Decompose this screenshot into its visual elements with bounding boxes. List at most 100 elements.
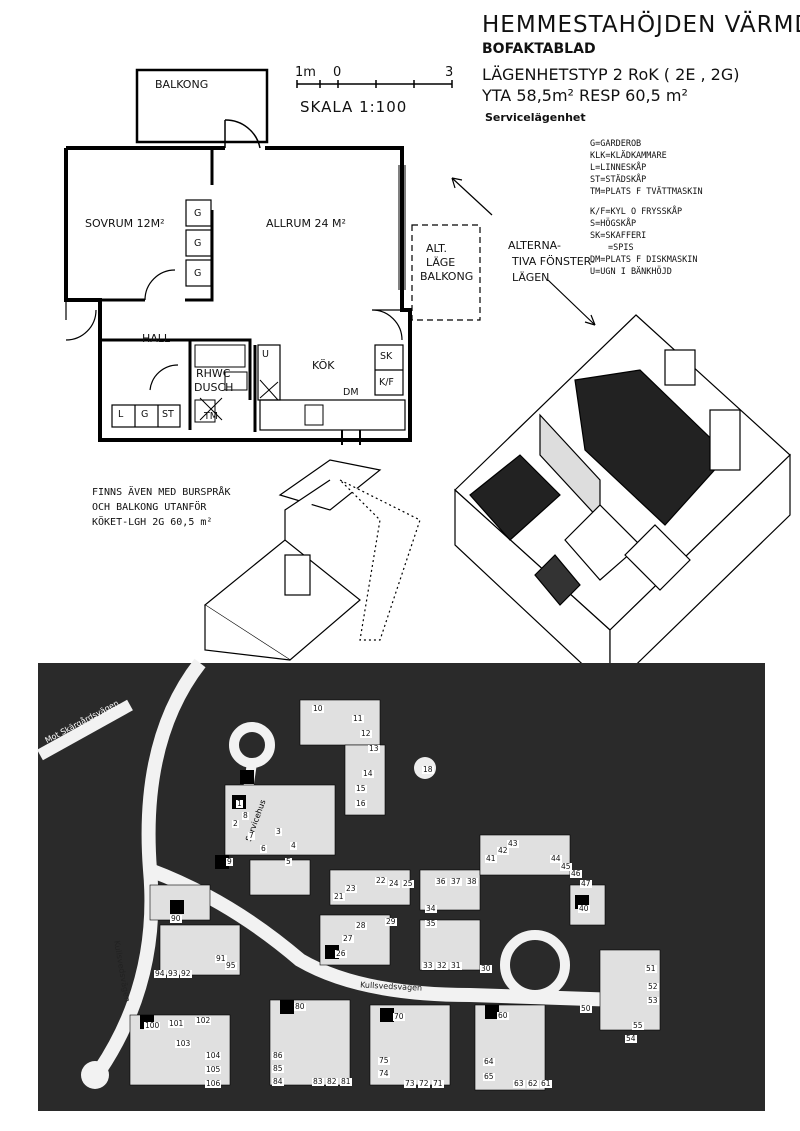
- unit-number: 8: [242, 811, 249, 820]
- unit-number: 34: [425, 904, 437, 913]
- unit-number: 43: [507, 839, 519, 848]
- unit-number: 33: [422, 961, 434, 970]
- legend-item: U=UGN I BÄNKHÖJD: [590, 267, 672, 277]
- legend-item: KLK=KLÄDKAMMARE: [590, 151, 667, 161]
- room-kok: KÖK: [312, 359, 335, 372]
- unit-number: 6: [260, 844, 267, 853]
- unit-number: 83: [312, 1077, 324, 1086]
- legend-item: L=LINNESKÅP: [590, 163, 647, 173]
- unit-number: 42: [497, 846, 509, 855]
- room-sovrum: SOVRUM 12M²: [85, 217, 165, 230]
- unit-number: 61: [540, 1079, 552, 1088]
- unit-number: 29: [385, 917, 397, 926]
- alt-window-line1: ALTERNA-: [508, 239, 561, 252]
- unit-number: 26: [335, 949, 347, 958]
- unit-number: 47: [580, 879, 592, 888]
- unit-number: 3: [275, 827, 282, 836]
- cabinet-g: G: [194, 238, 202, 249]
- unit-number: 84: [272, 1077, 284, 1086]
- unit-number: 64: [483, 1057, 495, 1066]
- document-subtitle: BOFAKTABLAD: [482, 41, 596, 57]
- unit-number: 12: [360, 729, 372, 738]
- apartment-area: YTA 58,5m² RESP 60,5 m²: [482, 86, 688, 105]
- unit-number: 93: [167, 969, 179, 978]
- unit-number: 4: [290, 841, 297, 850]
- alt-window-line3: LÄGEN: [512, 271, 550, 284]
- unit-number: 55: [632, 1021, 644, 1030]
- balcony-outline: [135, 68, 269, 144]
- unit-number: 1: [236, 799, 243, 808]
- unit-number: 63: [513, 1079, 525, 1088]
- unit-number: 86: [272, 1051, 284, 1060]
- unit-number: 35: [425, 919, 437, 928]
- unit-number: 25: [402, 879, 414, 888]
- unit-number: 28: [355, 921, 367, 930]
- scale-tick-0: 0: [333, 65, 342, 80]
- scale-bar: [296, 80, 453, 88]
- unit-number: 82: [326, 1077, 338, 1086]
- unit-number: 94: [154, 969, 166, 978]
- service-label: Servicelägenhet: [485, 111, 586, 124]
- unit-number: 40: [578, 904, 590, 913]
- cabinet-g: G: [141, 409, 149, 420]
- legend-item: DM=PLATS F DISKMASKIN: [590, 255, 698, 265]
- unit-number: 52: [647, 982, 659, 991]
- bay-window-view: [203, 459, 421, 661]
- unit-number: 80: [294, 1002, 306, 1011]
- unit-number: 41: [485, 854, 497, 863]
- cabinet-g: G: [194, 268, 202, 279]
- unit-number: 62: [527, 1079, 539, 1088]
- unit-number: 22: [375, 876, 387, 885]
- legend-item: S=HÖGSKÅP: [590, 219, 637, 229]
- floor-plan: [64, 68, 481, 445]
- unit-number: 30: [480, 964, 492, 973]
- legend-item: ST=STÄDSKÅP: [590, 175, 647, 185]
- unit-number: 36: [435, 877, 447, 886]
- scale-tick-3: 3: [445, 65, 454, 80]
- unit-number: 50: [580, 1004, 592, 1013]
- unit-number: 104: [205, 1051, 222, 1060]
- cabinet-dm: DM: [343, 387, 359, 398]
- unit-number: 14: [362, 769, 374, 778]
- unit-number: 100: [144, 1021, 161, 1030]
- unit-number: 27: [342, 934, 354, 943]
- alt-balkong-line1: ALT.: [426, 242, 448, 255]
- unit-number: 105: [205, 1065, 222, 1074]
- unit-number: 53: [647, 996, 659, 1005]
- unit-number: 102: [195, 1016, 212, 1025]
- legend-item: SK=SKAFFERI: [590, 231, 647, 241]
- room-hall: HALL: [142, 332, 171, 345]
- unit-number: 85: [272, 1064, 284, 1073]
- room-balkong: BALKONG: [155, 78, 209, 91]
- cabinet-tm: TM: [204, 411, 218, 422]
- cabinet-u: U: [262, 349, 269, 360]
- unit-number: 45: [560, 862, 572, 871]
- isometric-view: [454, 314, 791, 692]
- unit-number: 16: [355, 799, 367, 808]
- room-allrum: ALLRUM 24 M²: [266, 217, 346, 230]
- scale-label: SKALA 1:100: [300, 98, 408, 116]
- alt-balkong-line3: BALKONG: [420, 270, 474, 283]
- legend-item: K/F=KYL O FRYSSKÅP: [590, 207, 683, 217]
- unit-number: 101: [168, 1019, 185, 1028]
- unit-number: 60: [497, 1011, 509, 1020]
- note-line1: FINNS ÄVEN MED BURSPRÅK: [92, 487, 231, 498]
- unit-number: 10: [312, 704, 324, 713]
- unit-number: 65: [483, 1072, 495, 1081]
- unit-number: 95: [225, 961, 237, 970]
- legend-item: G=GARDEROB: [590, 139, 642, 149]
- unit-number: 32: [436, 961, 448, 970]
- unit-number: 70: [393, 1012, 405, 1021]
- arrow-lines: [451, 177, 596, 326]
- unit-number: 91: [215, 954, 227, 963]
- site-map: [37, 658, 765, 1111]
- apartment-type: LÄGENHETSTYP 2 RoK ( 2E , 2G): [482, 65, 740, 84]
- unit-number: 44: [550, 854, 562, 863]
- scale-tick-1m: 1m: [295, 65, 316, 80]
- room-dusch: DUSCH: [194, 381, 234, 394]
- unit-number: 74: [378, 1069, 390, 1078]
- unit-number: 7: [248, 831, 255, 840]
- unit-number: 72: [418, 1079, 430, 1088]
- unit-number: 92: [180, 969, 192, 978]
